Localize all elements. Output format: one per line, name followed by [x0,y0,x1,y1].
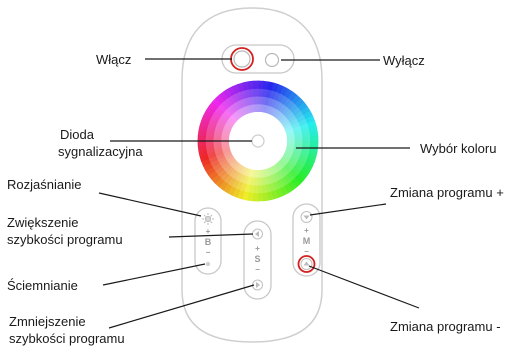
brightness-group-letter: B [205,237,212,247]
leader-line-zmniejszenie [108,284,255,329]
leader-line-sciemnianie [102,263,206,286]
leader-line-zwiekszenie [168,233,254,238]
brightness-minus-sign: − [206,248,211,257]
mode-plus-sign: + [304,226,309,235]
power-on-button[interactable] [233,50,251,68]
label-zmniejszenie-line1: Zmniejszenie [9,314,86,329]
mode-previous-button[interactable] [300,258,313,270]
label-dioda: Dioda sygnalizacyjna [58,126,143,160]
label-dioda-line1: Dioda [60,127,94,142]
label-zmniejszenie: Zmniejszenie szybkości programu [9,313,125,347]
sun-icon [202,213,214,225]
leader-line-rozjasnianie [98,192,202,217]
label-zwiekszenie-line1: Zwiększenie [7,215,79,230]
brightness-down-button[interactable] [205,261,211,267]
leader-line-zmiana-minus [308,265,420,309]
speed-plus-sign: + [255,244,260,253]
mode-group-letter: M [303,236,311,246]
label-wlacz: Włącz [96,52,132,67]
speed-up-icon [255,231,259,237]
label-dioda-line2: sygnalizacyjna [58,144,143,159]
label-rozjasnianie: Rozjaśnianie [7,177,82,192]
speed-pill [243,220,272,300]
leader-line-zmiana-plus [309,203,387,216]
indicator-led [251,134,265,148]
label-zmiana-minus: Zmiana programu - [390,319,501,334]
power-button-pill [221,44,295,74]
mode-previous-highlight-ring [297,255,316,273]
speed-group-letter: S [254,254,260,264]
mode-previous-icon [303,261,310,266]
label-sciemnianie: Ściemnianie [7,278,78,293]
mode-next-button[interactable] [300,211,313,223]
label-zmniejszenie-line2: szybkości programu [9,331,125,346]
power-off-button[interactable] [264,52,280,68]
mode-minus-sign: − [304,247,309,256]
speed-minus-sign: − [255,265,260,274]
speed-up-button[interactable] [252,228,263,240]
speed-down-icon [256,282,260,288]
label-wylacz: Wyłącz [383,53,425,68]
mode-next-icon [303,215,310,220]
label-zwiekszenie: Zwiększenie szybkości programu [7,214,123,248]
brightness-pill [194,207,222,275]
mode-pill [292,203,321,277]
brightness-up-button[interactable] [202,213,214,225]
label-wybor-koloru: Wybór koloru [420,141,497,156]
label-zwiekszenie-line2: szybkości programu [7,232,123,247]
label-zmiana-plus: Zmiana programu + [390,185,504,200]
brightness-plus-sign: + [206,227,211,236]
